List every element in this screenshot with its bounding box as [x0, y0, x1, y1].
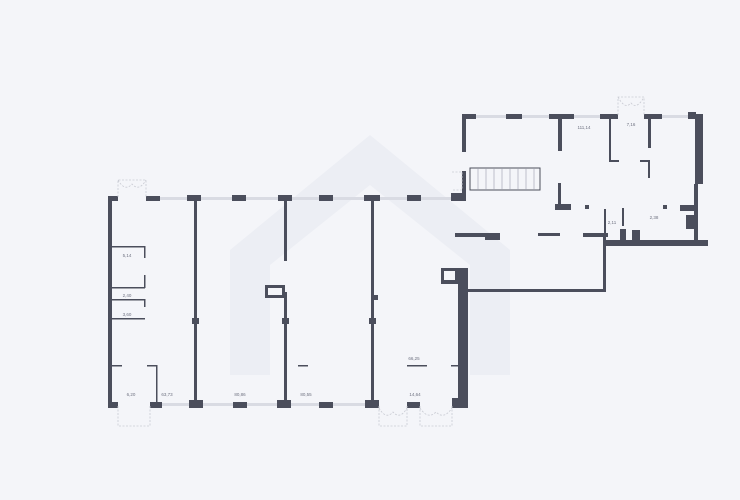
left-building-walls	[108, 179, 468, 427]
room-area-label: 111,14	[577, 125, 591, 130]
room-area-label: 2,40	[123, 293, 132, 298]
room-area-label: 80,86	[234, 392, 246, 397]
room-area-label: 14,64	[409, 392, 421, 397]
room-area-label: 7,16	[627, 122, 636, 127]
right-building-walls	[452, 96, 708, 292]
room-area-label: 5,14	[123, 253, 132, 258]
room-area-label: 66,25	[408, 356, 420, 361]
room-area-label: 80,55	[300, 392, 312, 397]
room-area-label: 3,60	[123, 312, 132, 317]
room-area-label: 2,38	[650, 215, 659, 220]
room-area-label: 6,20	[127, 392, 136, 397]
watermark-logo	[230, 135, 510, 375]
staircase	[469, 167, 541, 191]
room-area-label: 63,73	[161, 392, 173, 397]
room-labels: 5,14 2,40 3,60 6,20 63,73 80,86 80,55 66…	[123, 122, 659, 397]
room-area-label: 2,11	[608, 220, 617, 225]
